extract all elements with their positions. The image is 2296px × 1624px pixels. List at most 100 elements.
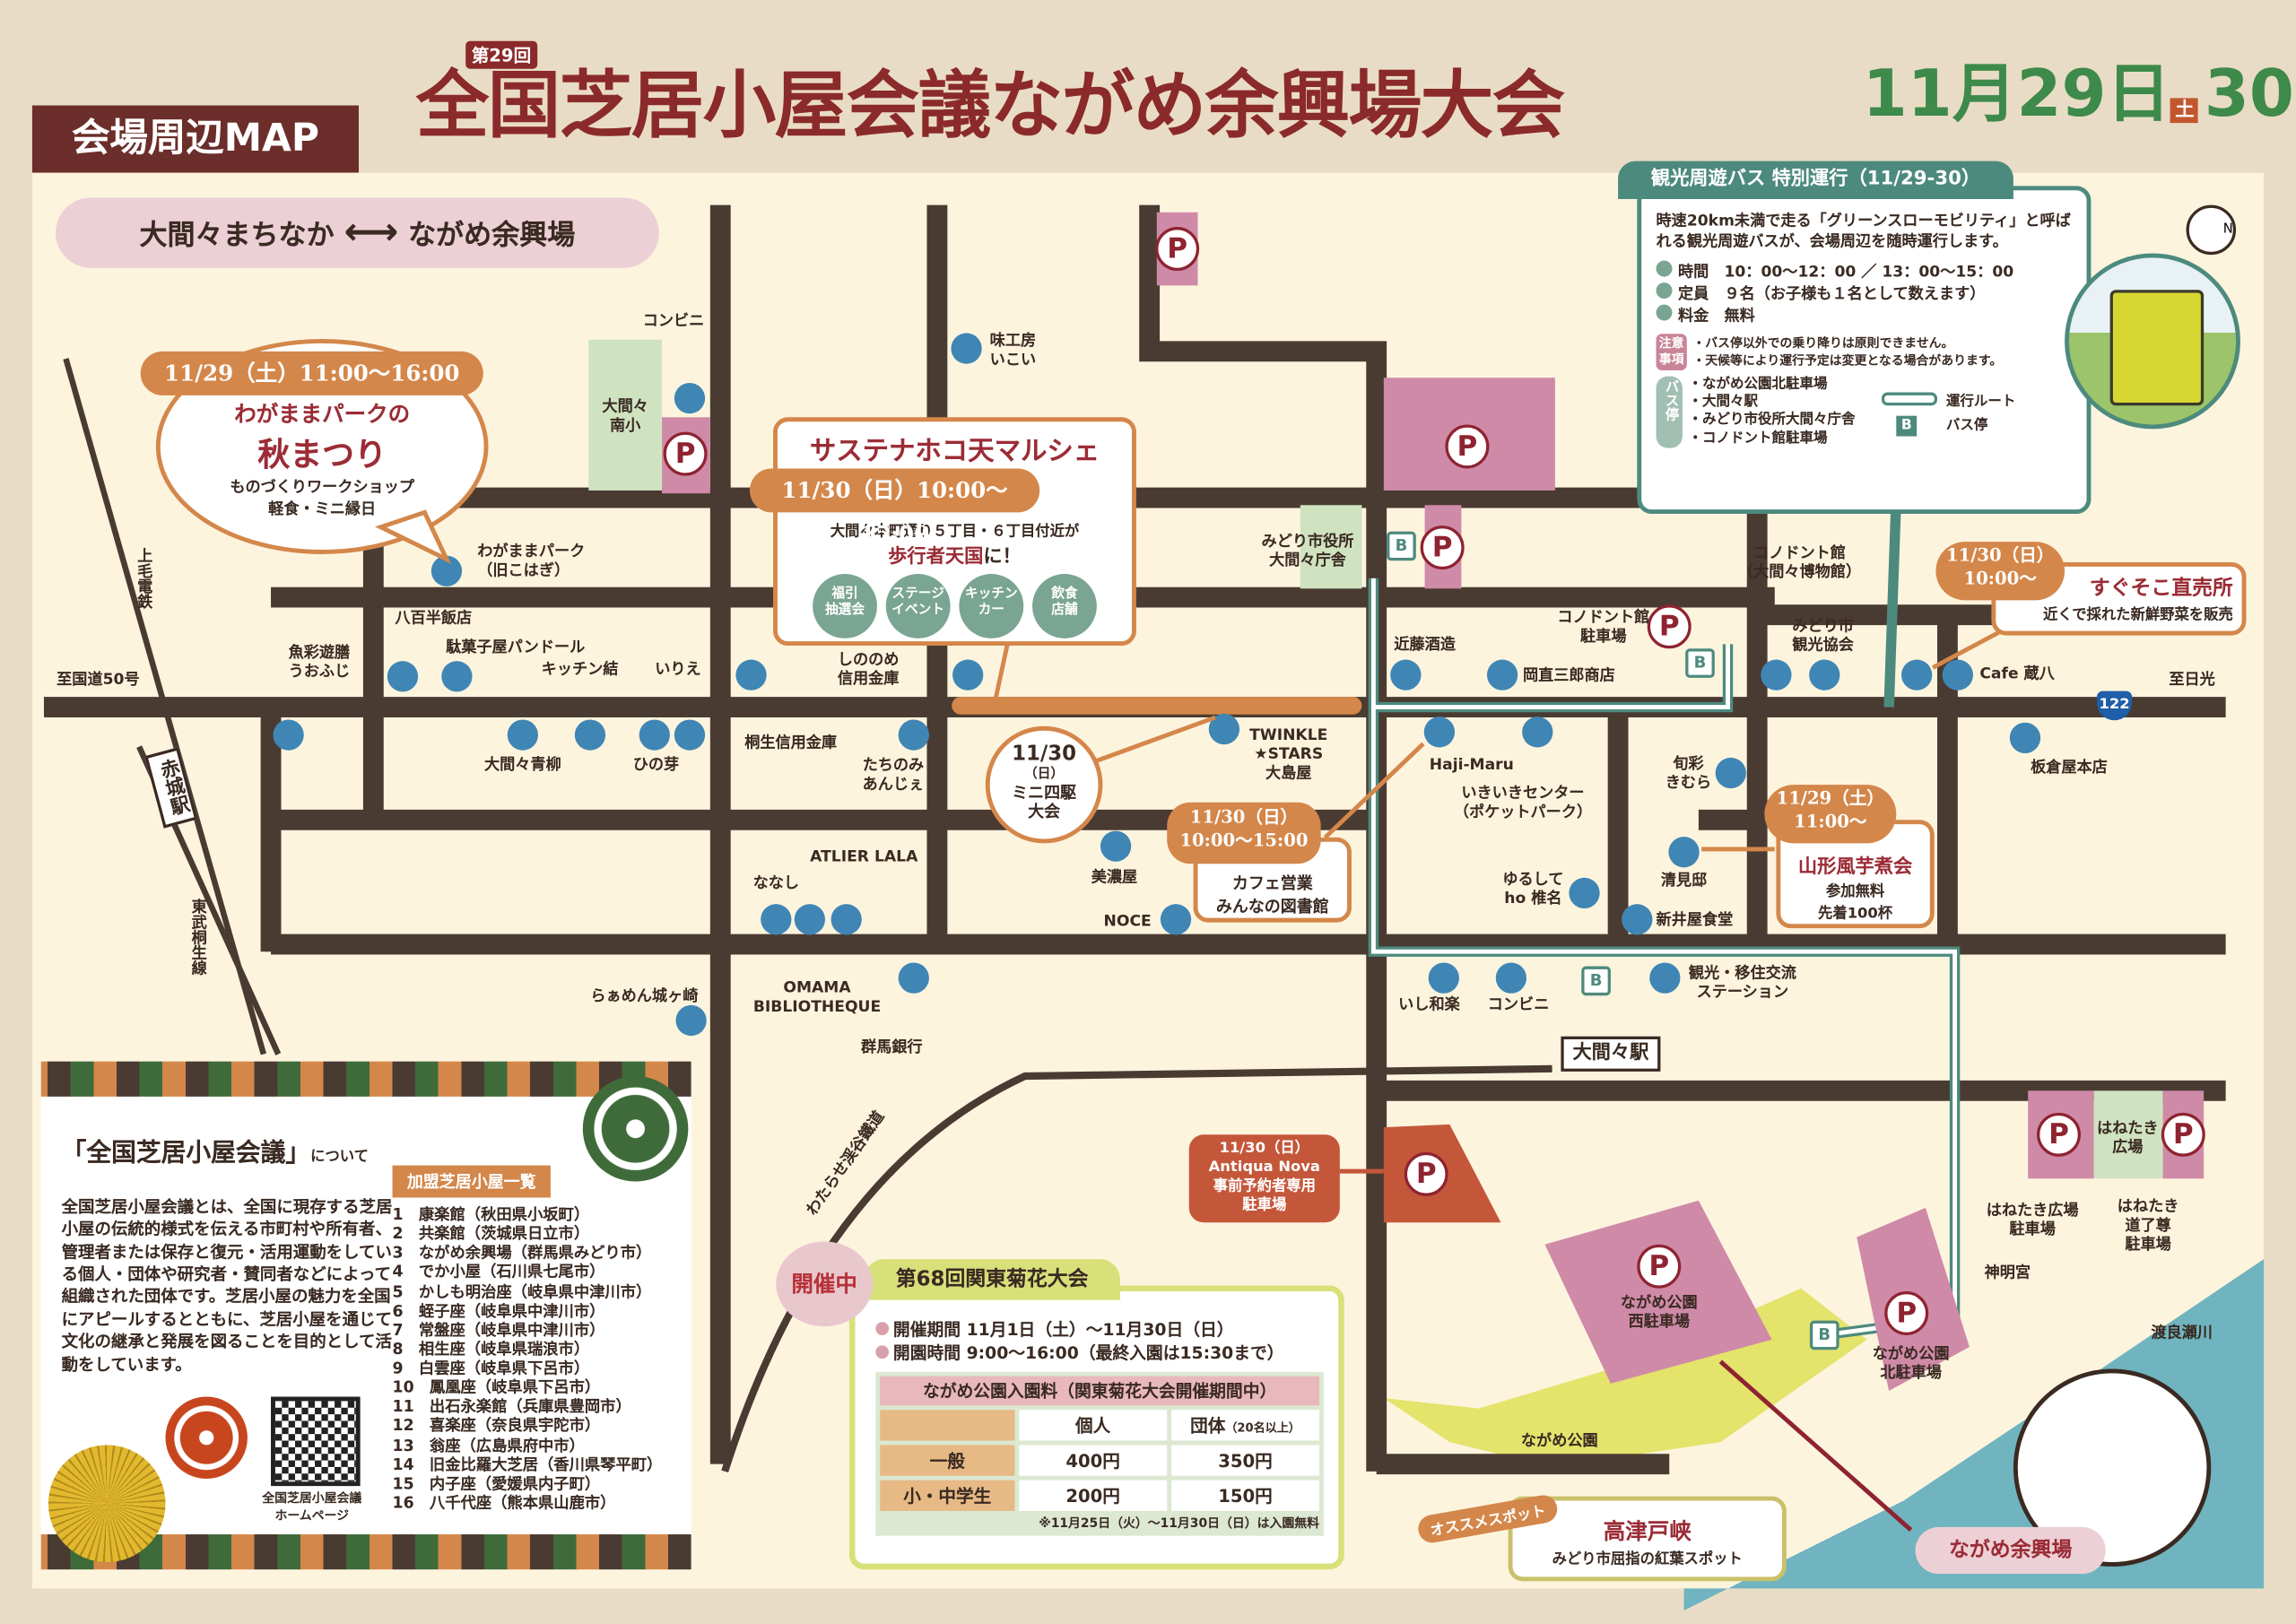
fee-cell: 150円 (1171, 1480, 1320, 1511)
chokubai-title: すぐそこ直売所 (2089, 577, 2233, 601)
place-tachinomi: たちのみ あんじぇ (862, 756, 925, 794)
map-marker[interactable] (831, 904, 862, 935)
map-marker[interactable] (898, 719, 929, 751)
fee-col-group-label: 団体 (1190, 1415, 1226, 1437)
about-body: 全国芝居小屋会議とは、全国に現存する芝居小屋の伝統的様式を伝える市町村や所有者、… (61, 1197, 393, 1375)
place-nanashi: ななし (752, 874, 800, 892)
map-marker[interactable] (674, 382, 706, 414)
place-gunma-bank: 群馬銀行 (860, 1038, 923, 1056)
bus-stop-legend-icon: B (1896, 415, 1918, 437)
map-marker[interactable] (952, 659, 984, 690)
tobu-railway-label: 東武桐生線 (189, 899, 208, 976)
bullet-icon (875, 1345, 890, 1359)
map-marker[interactable] (794, 904, 825, 935)
map-marker[interactable] (273, 719, 304, 751)
place-kanko-kyokai: みどり市 観光協会 (1792, 617, 1854, 655)
fee-col-individual: 個人 (1019, 1410, 1168, 1441)
member-item: 8 相生座（岐阜県瑞浪市） (392, 1341, 590, 1359)
map-marker[interactable] (1715, 757, 1746, 789)
antiqua-date: 11/30（日） (1219, 1140, 1309, 1157)
compass-icon: N (2186, 204, 2237, 256)
map-marker[interactable] (1569, 877, 1600, 909)
map-marker[interactable] (1649, 962, 1681, 994)
map-marker[interactable] (1486, 659, 1518, 690)
kiku-hours-label: 開園時間 (892, 1342, 961, 1363)
map-marker[interactable] (1428, 962, 1459, 994)
qr-code[interactable] (271, 1396, 361, 1487)
akimatsuri-line2: 軽食・ミニ縁日 (268, 500, 377, 518)
about-title: 「全国芝居小屋会議」について (62, 1132, 369, 1168)
cafe-line1: カフェ営業 (1231, 873, 1313, 893)
map-marker[interactable] (675, 1004, 707, 1037)
place-school: 大間々 南小 (602, 397, 648, 435)
member-item: 12 喜楽座（奈良県宇陀市） (392, 1418, 601, 1436)
map-marker[interactable] (1622, 904, 1653, 935)
route-from: 大間々まちなか (139, 219, 335, 252)
kiku-period-label: 開催期間 (892, 1319, 961, 1340)
route-122-badge: 122 (2096, 690, 2133, 721)
parking-icon: P (1637, 1244, 1682, 1289)
place-kiryu-bank: 桐生信用金庫 (744, 734, 838, 752)
mini4wd-line1: ミニ四駆 (1012, 782, 1076, 803)
place-yaohan: 八百半飯店 (395, 609, 473, 628)
map-marker[interactable] (1522, 716, 1553, 748)
map-marker[interactable] (1423, 716, 1456, 748)
place-ramen: らぁめん城ヶ崎 (590, 987, 699, 1005)
fee-cell: 400円 (1019, 1445, 1168, 1476)
bus-capacity-value: ９名（お子様も１名として数えます） (1724, 285, 1986, 304)
hanetaki-plaza-label: はねたき 広場 (2096, 1119, 2159, 1157)
map-marker[interactable] (1809, 659, 1840, 690)
map-marker[interactable] (441, 661, 473, 692)
map-marker[interactable] (1942, 659, 1973, 690)
place-aoyagi: 大間々青柳 (483, 756, 561, 774)
bus-info-box: 時速20km未満で走る「グリーンスローモビリティ」と呼ばれる観光周遊バスが、会場… (1637, 186, 2092, 515)
map-marker[interactable] (2009, 722, 2041, 753)
bus-stop-icon: B (1809, 1320, 1839, 1350)
antiqua-line2: 駐車場 (1242, 1197, 1287, 1214)
map-marker[interactable] (387, 661, 419, 692)
map-marker[interactable] (1390, 659, 1422, 690)
map-marker[interactable] (507, 719, 538, 751)
imoni-hours: 11:00〜 (1794, 810, 1867, 831)
kiku-hours: 開園時間 9:00〜16:00（最終入園は15:30まで） (875, 1342, 1324, 1365)
route-banner: 大間々まちなか ⟷ ながめ余興場 (56, 197, 659, 268)
map-marker[interactable] (951, 333, 982, 364)
umbrella-yellow-icon (48, 1445, 166, 1563)
fee-col-group-note: （20名以上） (1225, 1421, 1300, 1435)
spot-desc: みどり市屈指の紅葉スポット (1552, 1551, 1743, 1568)
jomo-railway-label: 上毛電鉄 (135, 547, 153, 610)
member-item: 5 かしも明治座（岐阜県中津川市） (392, 1283, 652, 1301)
map-marker[interactable] (1160, 904, 1192, 935)
map-marker[interactable] (735, 659, 767, 690)
map-marker[interactable] (639, 719, 670, 751)
kiku-title: 第68回関東菊花大会 (864, 1259, 1120, 1300)
mini4wd-date: 11/30 (1012, 742, 1077, 766)
legend-route-label: 運行ルート (1945, 393, 2016, 410)
marche-tags: 福引 抽選会ステージ イベントキッチン カー飲食 店舗 (778, 573, 1132, 638)
member-item: 13 翁座（広島県府中市） (392, 1437, 585, 1455)
bus-stop-1: ・ながめ公園北駐車場 (1688, 376, 1828, 393)
page-title: 全国芝居小屋会議ながめ余興場大会 (415, 61, 1566, 148)
map-marker[interactable] (1761, 659, 1792, 690)
map-marker[interactable] (1900, 659, 1933, 690)
bus-fare-label: 料金 (1678, 308, 1709, 326)
akimatsuri-info: わがままパークの 秋まつり ものづくりワークショップ 軽食・ミニ縁日 (161, 398, 483, 520)
bus-notice-1: ・バス停以外での乗り降りは原則できません。 (1692, 337, 1954, 352)
fee-col-group: 団体（20名以上） (1171, 1410, 1320, 1441)
fee-row-label: 一般 (880, 1445, 1015, 1476)
map-marker[interactable] (898, 962, 929, 994)
map-marker[interactable] (761, 904, 792, 935)
marche-tag-food: 飲食 店舗 (1032, 573, 1097, 638)
place-wagamama-park: わがままパーク （旧こはぎ） (477, 543, 586, 580)
double-arrow-icon: ⟷ (344, 211, 399, 256)
map-marker[interactable] (1668, 837, 1700, 868)
map-marker[interactable] (574, 719, 606, 751)
place-station-center: 観光・移住交流 ステーション (1688, 964, 1796, 1002)
route-to: ながめ余興場 (408, 219, 576, 252)
place-dagashi: 駄菓子屋パンドール (446, 638, 586, 657)
map-marker[interactable] (1100, 830, 1132, 862)
map-marker[interactable] (674, 719, 706, 751)
map-marker[interactable] (1495, 962, 1527, 994)
parking-icon: P (2037, 1112, 2081, 1157)
